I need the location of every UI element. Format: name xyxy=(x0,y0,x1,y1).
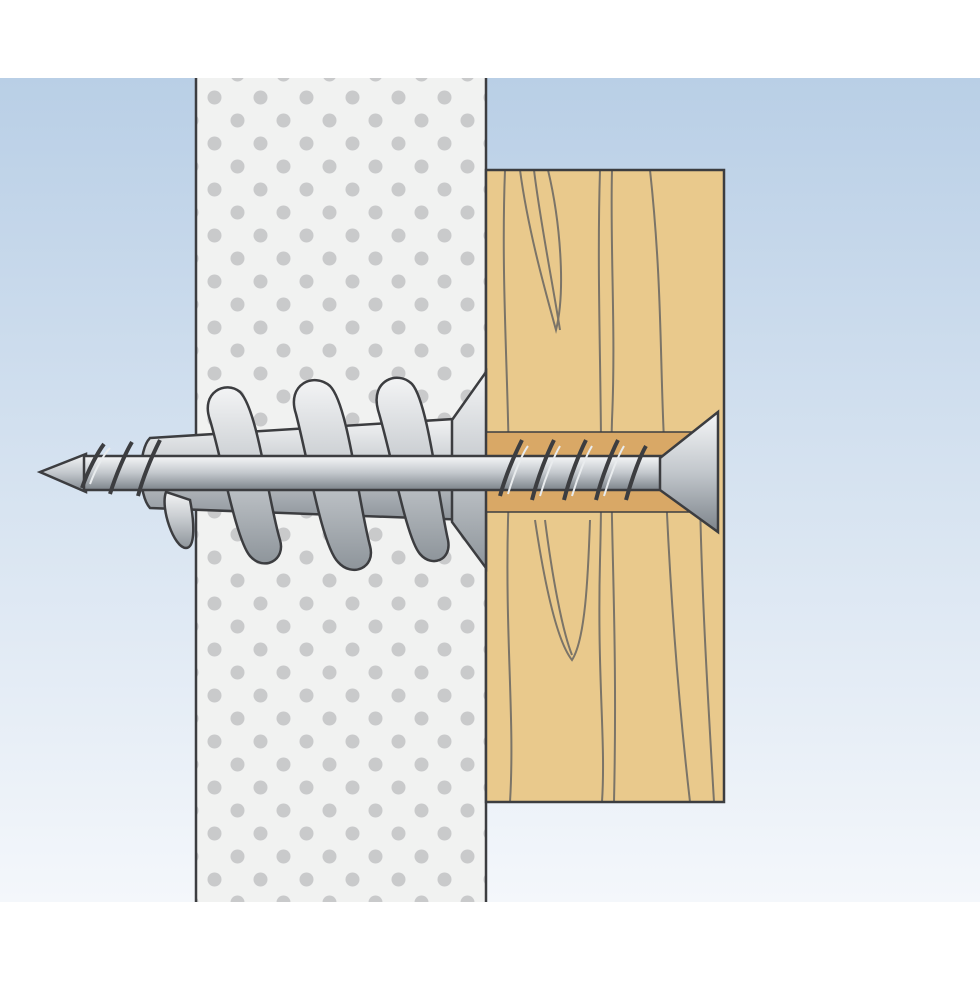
countersunk-screw-icon xyxy=(36,409,720,535)
